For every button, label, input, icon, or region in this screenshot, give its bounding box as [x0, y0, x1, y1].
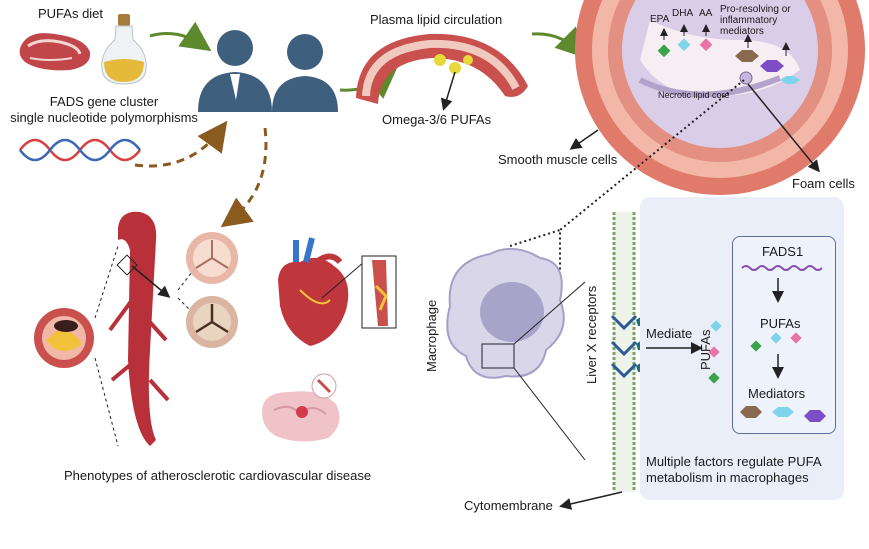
pro-resolving-label: Pro-resolving or inflammatory mediators [720, 4, 791, 37]
aa-label: AA [699, 8, 713, 19]
macrophage-icon [446, 247, 565, 379]
meat-icon [19, 33, 91, 71]
foam-cells-label: Foam cells [792, 176, 855, 191]
person-icon [198, 30, 338, 112]
heart-icon [278, 237, 349, 346]
omega-label: Omega-3/6 PUFAs [382, 112, 492, 127]
multiple-factors-label-1: Multiple factors regulate PUFA [646, 454, 822, 469]
arrow-gene-to-person [134, 120, 228, 168]
zoom-line-top [513, 281, 586, 345]
fads1-label: FADS1 [762, 244, 804, 259]
mediate-label: Mediate [646, 326, 693, 341]
multiple-factors-label-2: metabolism in macrophages [646, 470, 809, 485]
mediators-label: Mediators [748, 386, 806, 401]
plasma-lipid-label: Plasma lipid circulation [370, 12, 503, 27]
pufas-box-label: PUFAs [760, 316, 801, 331]
pointer-foam-cells [747, 83, 820, 173]
zoom-region [481, 343, 515, 369]
phenotypes-label: Phenotypes of atherosclerotic cardiovasc… [64, 468, 372, 483]
fads1-wave [741, 265, 823, 271]
artery-icon [356, 33, 528, 104]
pufas-vertical-label: PUFAs [698, 329, 713, 370]
valve-icon [186, 232, 238, 348]
zoom-line-bottom [513, 367, 586, 461]
arrow-cytomembrane [559, 491, 623, 510]
vessel-zoom-box [361, 255, 397, 329]
dha-label: DHA [672, 8, 694, 19]
box-diamonds [750, 332, 802, 352]
pufas-diet-label: PUFAs diet [38, 6, 104, 21]
pointer-smooth-muscle [569, 129, 599, 150]
plaque-icon [34, 308, 94, 368]
cytomembrane-label: Cytomembrane [464, 498, 553, 513]
liver-x-label: Liver X receptors [584, 285, 599, 384]
dna-icon [19, 138, 141, 162]
box-hexagons [740, 406, 826, 422]
aorta-icon [108, 211, 170, 446]
smooth-muscle-label: Smooth muscle cells [498, 152, 618, 167]
macrophage-label: Macrophage [424, 299, 439, 372]
fads-gene-label-1: FADS gene cluster [49, 94, 159, 109]
dotted-connector [509, 79, 745, 280]
fads-gene-label-2: single nucleotide polymorphisms [10, 110, 198, 125]
brain-icon [262, 373, 340, 442]
dashed-lines-aorta [94, 245, 119, 447]
epa-label: EPA [650, 14, 670, 25]
arrow-omega [440, 71, 456, 111]
arrow-diet-to-person [149, 21, 212, 52]
arrow-aorta-to-valve [131, 265, 171, 298]
pufa-diamonds [708, 320, 722, 384]
oil-bottle-icon [101, 14, 147, 85]
necrotic-label: Necrotic lipid core [658, 90, 730, 100]
heart-zoom-line [321, 261, 365, 299]
